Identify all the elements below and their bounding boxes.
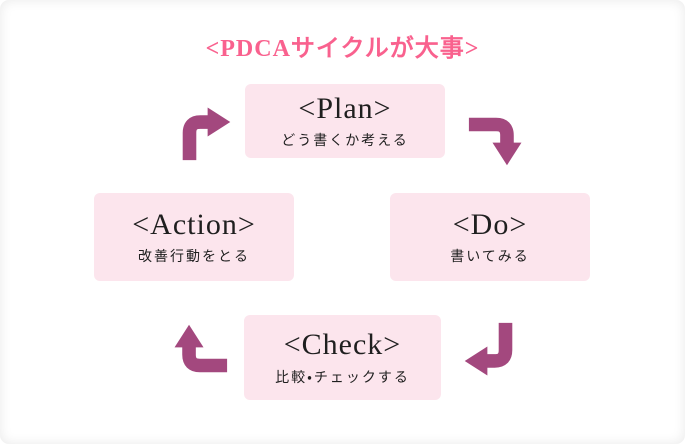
arrow-plan-to-do-icon (468, 117, 522, 166)
action-label: <Action> (132, 207, 256, 241)
arrow-do-to-check-icon (464, 322, 513, 376)
action-box: <Action> 改善行動をとる (94, 193, 294, 281)
do-label: <Do> (452, 207, 528, 241)
arrow-check-to-action-icon (174, 324, 228, 373)
do-box: <Do> 書いてみる (390, 193, 590, 281)
check-description: 比較・チェックする (275, 370, 410, 386)
check-label: <Check> (283, 328, 402, 362)
action-description: 改善行動をとる (138, 250, 250, 266)
plan-box: <Plan> どう書くか考える (245, 84, 445, 158)
plan-label: <Plan> (298, 91, 392, 125)
diagram-title: <PDCAサイクルが大事> (205, 36, 480, 62)
check-box: <Check> 比較・チェックする (244, 315, 441, 400)
do-description: 書いてみる (450, 250, 530, 266)
plan-description: どう書くか考える (281, 134, 409, 150)
arrow-action-to-plan-icon (182, 107, 231, 161)
